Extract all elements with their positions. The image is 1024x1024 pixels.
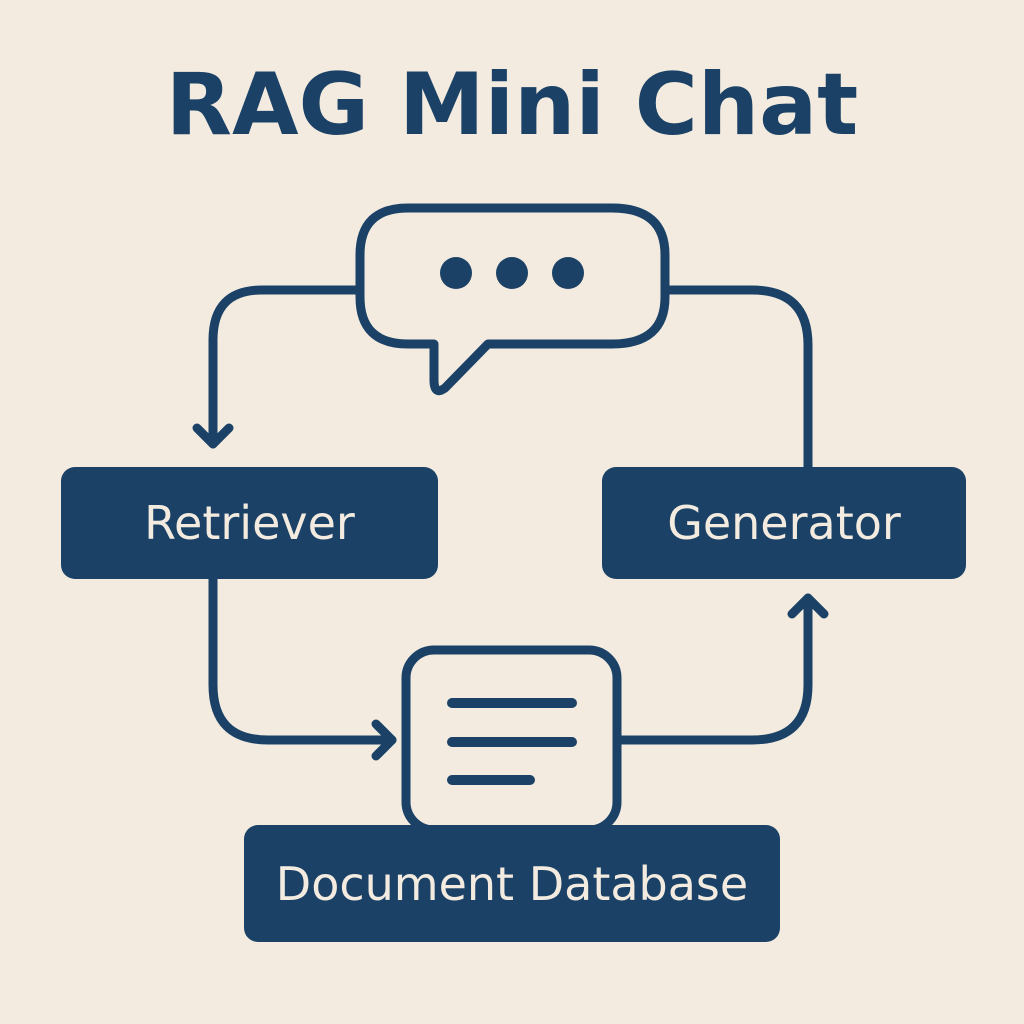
generator-node: Generator	[602, 467, 966, 579]
edge-chat-to-retriever	[208, 285, 365, 449]
arrowhead-down-icon	[192, 423, 234, 449]
arrowhead-up-icon	[787, 593, 829, 619]
edge-generator-to-chat	[661, 285, 813, 472]
retriever-node: Retriever	[61, 467, 438, 579]
generator-label: Generator	[667, 496, 901, 550]
edge-document-to-generator	[615, 593, 813, 745]
document-database-node: Document Database	[244, 825, 780, 942]
chat-bubble-icon	[355, 203, 670, 396]
document-database-label: Document Database	[275, 856, 749, 911]
retriever-label: Retriever	[144, 496, 355, 550]
document-icon	[401, 645, 622, 835]
edge-retriever-to-document	[208, 574, 397, 745]
page-title: RAG Mini Chat	[165, 55, 859, 155]
arrowhead-right-icon	[371, 719, 397, 761]
